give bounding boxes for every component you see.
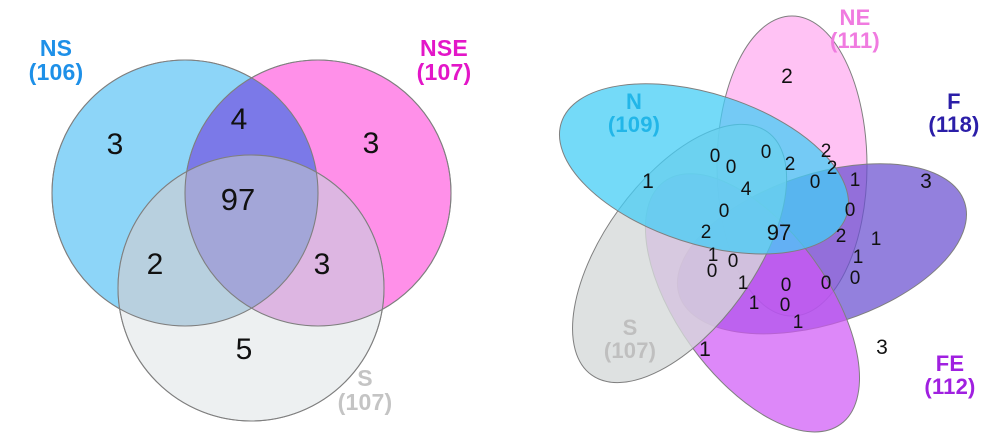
- set-label-s5: S (107): [582, 316, 678, 363]
- set-label-f: F (118): [908, 90, 1000, 137]
- set-label-nse: NSE (107): [392, 36, 496, 85]
- count-c14: 1: [870, 229, 882, 250]
- set-label-n: N (109): [582, 90, 686, 137]
- venn5-panel: N (109) NE (111) F (118) FE (112) S (107…: [500, 0, 1000, 439]
- venn5-svg: [558, 15, 967, 433]
- set-label-ns: NS (106): [6, 36, 106, 85]
- set-label-s-name: S: [357, 365, 373, 391]
- set-label-fe-count: (112): [924, 374, 976, 400]
- ellipse-n: [558, 83, 850, 255]
- count-ns-s: 2: [146, 248, 164, 281]
- count-c11: 0: [844, 200, 856, 221]
- venn3-svg: [51, 59, 452, 422]
- set-label-ne: NE (111): [805, 6, 905, 53]
- set-label-fe-name: FE: [935, 351, 965, 376]
- count-c17: 0: [727, 251, 739, 272]
- count-c19: 0: [849, 268, 861, 289]
- count-c10: 0: [718, 201, 730, 222]
- set-label-f-count: (118): [928, 112, 980, 138]
- count-nse-only: 3: [362, 127, 380, 160]
- count-c05: 2: [820, 141, 832, 162]
- count-c25: 1: [792, 312, 804, 333]
- count-c21: 0: [780, 275, 792, 296]
- set-label-fe: FE (112): [904, 352, 996, 399]
- count-s-only: 5: [235, 333, 253, 366]
- set-label-s5-count: (107): [603, 338, 657, 364]
- count-c22: 0: [820, 273, 832, 294]
- count-c03: 0: [760, 142, 772, 163]
- count-c16: 1: [852, 247, 864, 268]
- count-c18: 0: [706, 261, 718, 282]
- count-c09: 1: [849, 170, 861, 191]
- count-c12: 2: [700, 222, 712, 243]
- count-core: 97: [766, 220, 792, 245]
- count-c07: 4: [740, 179, 752, 200]
- count-c04: 2: [784, 154, 796, 175]
- count-nse-s: 3: [313, 248, 331, 281]
- set-label-ne-count: (111): [830, 28, 880, 54]
- set-label-nse-count: (107): [416, 59, 472, 86]
- count-ns-only: 3: [106, 128, 124, 161]
- venn3-panel: NS (106) NSE (107) S (107) 3 4 3 2 97 3 …: [6, 36, 496, 422]
- count-fe-only: 3: [876, 336, 888, 359]
- count-c13: 2: [835, 226, 847, 247]
- count-c23: 1: [748, 293, 760, 314]
- set-label-ns-name: NS: [39, 35, 73, 61]
- set-label-s5-name: S: [622, 315, 638, 340]
- outline-ns: [51, 59, 319, 327]
- count-c02: 0: [725, 157, 737, 178]
- set-label-f-name: F: [947, 89, 961, 114]
- count-c06: 2: [826, 158, 838, 179]
- count-c15: 1: [707, 245, 719, 266]
- count-all-three: 97: [220, 182, 256, 217]
- outline-s: [117, 154, 385, 422]
- set-label-s-count: (107): [337, 389, 393, 416]
- count-c01: 0: [709, 146, 721, 167]
- count-c20: 1: [737, 273, 749, 294]
- count-c24: 0: [779, 295, 791, 316]
- count-ne-only: 2: [781, 65, 793, 88]
- set-label-n-count: (109): [607, 112, 661, 138]
- count-c08: 0: [809, 172, 821, 193]
- set-label-ns-count: (106): [28, 59, 84, 86]
- set-label-s: S (107): [315, 366, 415, 415]
- count-ns-nse: 4: [230, 103, 248, 136]
- count-n-only: 1: [642, 170, 654, 193]
- set-label-n-name: N: [625, 89, 643, 114]
- count-s5-only: 1: [699, 338, 711, 361]
- count-f-only: 3: [920, 170, 932, 193]
- set-label-ne-name: NE: [839, 5, 871, 30]
- set-label-nse-name: NSE: [420, 35, 468, 61]
- outline-nse: [184, 59, 452, 327]
